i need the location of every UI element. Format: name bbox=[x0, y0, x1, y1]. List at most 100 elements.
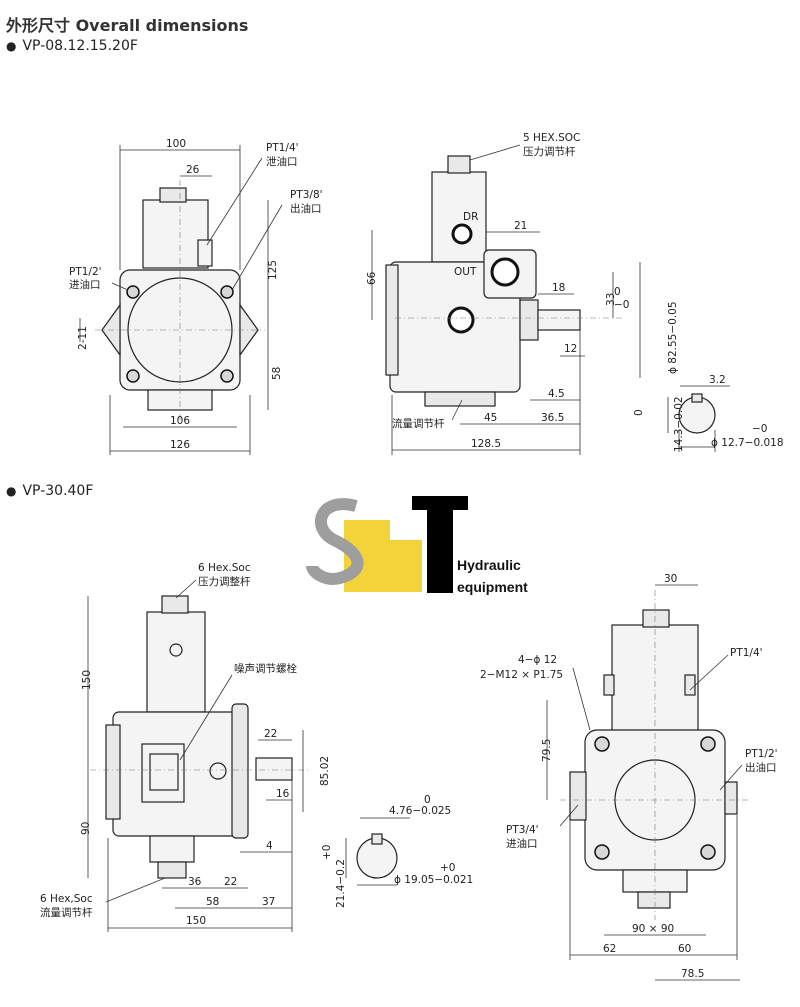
pump-cover bbox=[146, 611, 206, 713]
side-flange bbox=[105, 724, 121, 820]
flow-screw bbox=[637, 891, 671, 909]
dim-text: 60 bbox=[678, 943, 691, 955]
dim-text: +0 bbox=[440, 862, 455, 874]
dim-text: 37 bbox=[262, 896, 275, 908]
label: DR bbox=[463, 211, 478, 223]
leader-line bbox=[179, 674, 233, 761]
dim-text: 66 bbox=[366, 271, 378, 285]
dim-text: 85.02 bbox=[319, 756, 331, 786]
dim-text: 125 bbox=[267, 260, 279, 280]
label: 进油口 bbox=[506, 837, 538, 850]
dim-text: ϕ 12.7−0.018 bbox=[711, 437, 784, 449]
drain-port-boss bbox=[197, 239, 213, 267]
drain-port-icon bbox=[451, 223, 473, 245]
port-icon bbox=[169, 643, 183, 657]
view-a-shaft: 3.2 0 14.3−0.02 −0 ϕ 12.7−0.018 bbox=[633, 374, 784, 452]
leader-line bbox=[559, 804, 579, 827]
dim-text: 78.5 bbox=[681, 968, 704, 980]
view-a-front: 100 26 125 2-11 58 106 126 PT1/4' 泄油口 PT… bbox=[69, 138, 323, 455]
view-b-front: 4−ϕ 12 2−M12 × P1.75 PT1/4' PT1/2' 出油口 P… bbox=[480, 573, 778, 981]
label: 出油口 bbox=[745, 761, 777, 774]
bolt-icon bbox=[594, 844, 610, 860]
dim-text: 100 bbox=[166, 138, 186, 150]
dim-text: 26 bbox=[186, 164, 200, 176]
dim-text: 128.5 bbox=[471, 438, 501, 450]
dim-text: 4 bbox=[266, 840, 273, 852]
dim-text: 0 bbox=[633, 409, 645, 416]
dim-text: 0 bbox=[424, 794, 431, 806]
label: 压力调整杆 bbox=[198, 575, 251, 588]
port-name: 进油口 bbox=[69, 278, 101, 291]
label: 压力调节杆 bbox=[523, 145, 576, 158]
dim-text: 22 bbox=[224, 876, 237, 888]
bolt-icon bbox=[126, 369, 140, 383]
flow-screw bbox=[157, 861, 187, 879]
dim-text: 14.3−0.02 bbox=[673, 396, 685, 452]
leader-line bbox=[469, 144, 521, 161]
label: 6 Hex,Soc bbox=[40, 893, 93, 905]
adjust-screw bbox=[447, 155, 471, 174]
label: 流量调节杆 bbox=[392, 417, 445, 430]
port-name: 出油口 bbox=[290, 202, 322, 215]
dim-text: 58 bbox=[271, 367, 283, 380]
dim-text: ϕ 82.55−0.05 bbox=[667, 301, 679, 374]
label: PT1/4' bbox=[730, 647, 763, 659]
label: 4−ϕ 12 bbox=[518, 654, 557, 666]
view-b-shaft: 0 4.76−0.025 +0 21.4−0.2 +0 ϕ 19.05−0.02… bbox=[321, 794, 473, 908]
bolt-icon bbox=[700, 736, 716, 752]
side-flange bbox=[385, 264, 399, 376]
model-a-text: VP-08.12.15.20F bbox=[22, 38, 138, 54]
leader-line bbox=[231, 204, 283, 291]
port-square bbox=[149, 753, 179, 791]
leader-line bbox=[689, 654, 729, 691]
dim-text: 21.4−0.2 bbox=[335, 859, 347, 908]
dim-text: 30 bbox=[664, 573, 677, 585]
leader-line bbox=[111, 282, 129, 291]
dim-text: 90 bbox=[80, 822, 92, 835]
page-title: 外形尺寸 Overall dimensions bbox=[6, 16, 249, 35]
leader-line bbox=[451, 399, 463, 421]
adjust-screw bbox=[159, 187, 187, 203]
flow-adjust bbox=[424, 391, 496, 407]
view-b-side: 6 Hex.Soc 压力调整杆 噪声调节螺栓 6 Hex,Soc 流量调节杆 1… bbox=[40, 562, 331, 932]
model-b-text: VP-30.40F bbox=[22, 483, 94, 499]
bolt-icon bbox=[700, 844, 716, 860]
dim-text: 106 bbox=[170, 415, 190, 427]
dim-text: 22 bbox=[264, 728, 277, 740]
dim-text: 4.76−0.025 bbox=[389, 805, 451, 817]
leader-line bbox=[719, 764, 743, 791]
label: OUT bbox=[454, 266, 477, 278]
pump-bore bbox=[127, 277, 233, 383]
dim-text: −0 bbox=[614, 299, 629, 311]
outlet-boss bbox=[724, 781, 738, 815]
side-screw bbox=[684, 674, 696, 696]
dim-text: 150 bbox=[81, 670, 93, 690]
leader-line bbox=[175, 579, 197, 599]
port-code: PT3/8' bbox=[290, 189, 323, 201]
label: 5 HEX.SOC bbox=[523, 132, 580, 144]
bullet-icon: ● bbox=[6, 39, 17, 53]
label: PT1/2' bbox=[745, 748, 778, 760]
dim-text: 18 bbox=[552, 282, 565, 294]
dim-text: 21 bbox=[514, 220, 527, 232]
bolt-icon bbox=[220, 369, 234, 383]
logo-line1: Hydraulic bbox=[457, 557, 521, 573]
inlet-boss bbox=[569, 771, 587, 821]
label: 噪声调节螺栓 bbox=[234, 662, 297, 675]
inlet-port-icon bbox=[447, 306, 475, 334]
dim-text: 12 bbox=[564, 343, 577, 355]
bolt-icon bbox=[126, 285, 140, 299]
dim-text: 2-11 bbox=[77, 326, 89, 350]
flange bbox=[519, 299, 539, 341]
pump-cover bbox=[142, 199, 209, 269]
logo-s-shape bbox=[306, 498, 364, 585]
bullet-icon: ● bbox=[6, 484, 17, 498]
adjust-screw bbox=[161, 595, 189, 614]
dim-text: 90 × 90 bbox=[632, 923, 674, 935]
dim-text: 3.2 bbox=[709, 374, 726, 386]
pump-cover bbox=[431, 171, 487, 263]
dim-text: +0 bbox=[321, 845, 333, 860]
dim-text: 33 bbox=[605, 293, 617, 306]
leader-line bbox=[572, 667, 591, 731]
dim-text: 126 bbox=[170, 439, 190, 451]
